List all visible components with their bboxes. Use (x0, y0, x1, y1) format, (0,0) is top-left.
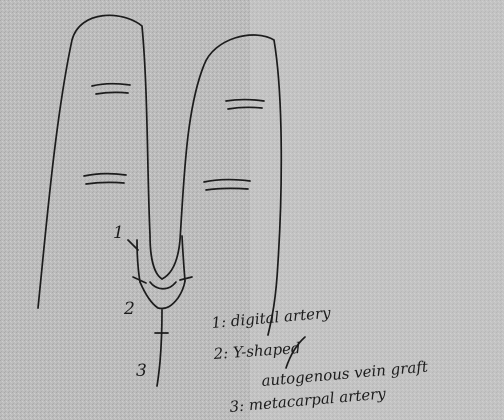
label-1: 1 (113, 223, 124, 243)
label-3: 3 (136, 361, 147, 381)
label-2: 2 (123, 299, 135, 319)
